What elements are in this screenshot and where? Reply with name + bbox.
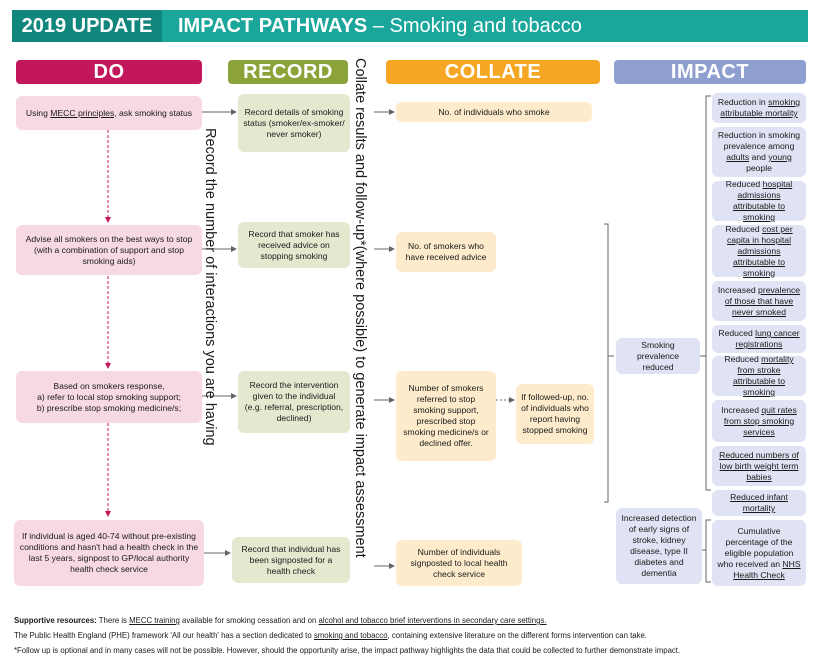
impact-text: people bbox=[746, 163, 772, 173]
title-bold: IMPACT PATHWAYS bbox=[178, 15, 368, 37]
impact-item-infant-mortality: Reduced infant mortality bbox=[712, 490, 806, 516]
impact-item-lung-cancer: Reduced lung cancer registrations bbox=[712, 325, 806, 353]
impact-item-quit-rates: Increased quit rates from stop smoking s… bbox=[712, 400, 806, 442]
impact-link[interactable]: hospital admissions attributable to smok… bbox=[732, 179, 793, 222]
vertical-text-collate: Collate results and follow-up*(where pos… bbox=[352, 58, 368, 558]
do-box-ask-status: Using MECC principles, ask smoking statu… bbox=[16, 96, 202, 130]
impact-link[interactable]: quit rates from stop smoking services bbox=[723, 404, 797, 437]
impact-link[interactable]: mortality from stroke attributable to sm… bbox=[732, 354, 794, 397]
column-head-collate: COLLATE bbox=[386, 60, 600, 84]
impact-item-admissions: Reduced hospital admissions attributable… bbox=[712, 179, 806, 222]
impact-link[interactable]: young bbox=[768, 152, 792, 162]
impact-link[interactable]: NHS Health Check bbox=[733, 558, 801, 580]
impact-link[interactable]: smoking attributable mortality bbox=[720, 97, 801, 118]
impact-link[interactable]: Reduced numbers of low birth weight term… bbox=[719, 449, 799, 482]
collate-box-referred: Number of smokers referred to stop smoki… bbox=[396, 371, 496, 461]
impact-link[interactable]: lung cancer registrations bbox=[735, 328, 800, 349]
page-title: IMPACT PATHWAYS – Smoking and tobacco bbox=[178, 10, 582, 42]
impact-item-never-smoked: Increased prevalence of those that have … bbox=[712, 281, 806, 321]
impact-text: Reduction in bbox=[717, 97, 769, 107]
mecc-principles-link[interactable]: MECC principles, bbox=[50, 107, 117, 118]
column-head-record: RECORD bbox=[228, 60, 348, 84]
collate-box-smokers: No. of individuals who smoke bbox=[396, 102, 592, 122]
do-text: Using bbox=[25, 107, 51, 118]
impact-text: Increased bbox=[717, 284, 759, 295]
record-box-intervention: Record the intervention given to the ind… bbox=[238, 371, 350, 433]
footer-text: The Public Health England (PHE) framewor… bbox=[14, 631, 314, 640]
footer-text: There is bbox=[96, 616, 130, 625]
impact-text: Reduced bbox=[718, 328, 756, 338]
column-head-impact: IMPACT bbox=[614, 60, 806, 84]
smoking-tobacco-link[interactable]: smoking and tobacco bbox=[313, 631, 388, 640]
do-text: Based on smokers response, bbox=[53, 380, 165, 391]
record-box-signposted: Record that individual has been signpost… bbox=[232, 537, 350, 583]
impact-link[interactable]: prevalence of those that have never smok… bbox=[724, 284, 801, 317]
footer-resources: Supportive resources: There is MECC trai… bbox=[14, 616, 547, 626]
impact-item-health-check: Cumulative percentage of the eligible po… bbox=[712, 520, 806, 586]
footer-text: available for smoking cessation and on bbox=[179, 616, 319, 625]
mecc-training-link[interactable]: MECC training bbox=[129, 616, 180, 625]
do-text: a) refer to local stop smoking support; bbox=[37, 391, 181, 402]
do-box-response: Based on smokers response, a) refer to l… bbox=[16, 371, 202, 423]
do-box-advise: Advise all smokers on the best ways to s… bbox=[16, 225, 202, 275]
impact-prevalence-reduced: Smoking prevalence reduced bbox=[616, 338, 700, 374]
vertical-text-record: Record the number of interactions you ar… bbox=[202, 128, 218, 446]
impact-item-birth-weight: Reduced numbers of low birth weight term… bbox=[712, 446, 806, 486]
collate-box-signposted: Number of individuals signposted to loca… bbox=[396, 540, 522, 586]
impact-link[interactable]: Reduced infant mortality bbox=[730, 492, 788, 513]
update-badge: 2019 UPDATE bbox=[12, 10, 162, 42]
record-box-advice: Record that smoker has received advice o… bbox=[238, 222, 350, 268]
impact-detection: Increased detection of early signs of st… bbox=[616, 508, 702, 584]
collate-box-advised: No. of smokers who have received advice bbox=[396, 232, 496, 272]
footer-note: *Follow up is optional and in many cases… bbox=[14, 646, 681, 655]
impact-item-mortality: Reduction in smoking attributable mortal… bbox=[712, 93, 806, 123]
title-rest: – Smoking and tobacco bbox=[367, 15, 582, 37]
do-box-health-check: If individual is aged 40-74 without pre-… bbox=[14, 520, 204, 586]
impact-text: Reduced bbox=[724, 354, 762, 364]
record-box-status: Record details of smoking status (smoker… bbox=[238, 94, 350, 152]
impact-text: and bbox=[749, 152, 769, 162]
impact-text: Cumulative percentage of the eligible po… bbox=[717, 525, 794, 569]
do-text: b) prescribe stop smoking medicine/s; bbox=[36, 402, 182, 413]
impact-text: Increased bbox=[721, 404, 762, 415]
impact-text: Reduction in smoking prevalence among bbox=[717, 130, 801, 151]
impact-link[interactable]: cost per capita in hospital admissions a… bbox=[726, 223, 793, 278]
impact-item-prevalence: Reduction in smoking prevalence among ad… bbox=[712, 127, 806, 177]
column-head-do: DO bbox=[16, 60, 202, 84]
followup-box: If followed-up, no. of individuals who r… bbox=[516, 384, 594, 444]
footer-phe: The Public Health England (PHE) framewor… bbox=[14, 631, 647, 641]
brief-interventions-link[interactable]: alcohol and tobacco brief interventions … bbox=[318, 616, 547, 625]
impact-link[interactable]: adults bbox=[726, 152, 750, 162]
impact-item-stroke: Reduced mortality from stroke attributab… bbox=[712, 354, 806, 397]
impact-text: Reduced bbox=[725, 179, 763, 189]
do-text: ask smoking status bbox=[116, 107, 193, 118]
footer-label: Supportive resources: bbox=[14, 616, 97, 625]
footer-text: , containing extensive literature on the… bbox=[387, 631, 648, 640]
impact-text: Reduced bbox=[725, 223, 763, 234]
impact-item-cost: Reduced cost per capita in hospital admi… bbox=[712, 223, 806, 278]
